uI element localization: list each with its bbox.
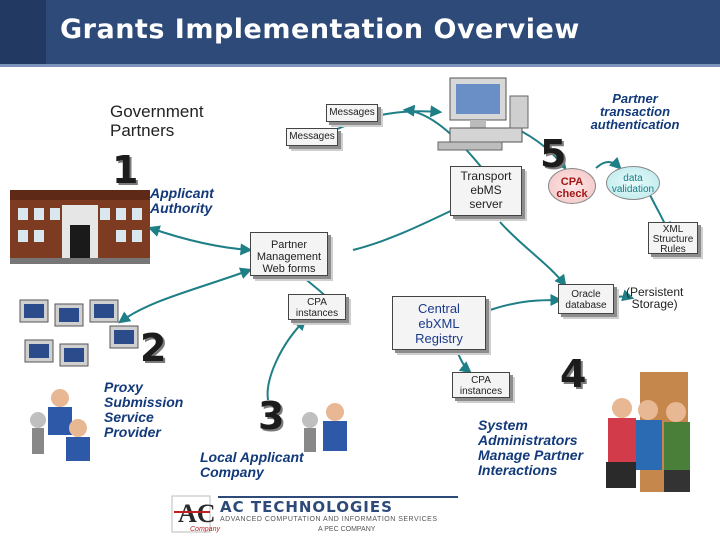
persistent-storage-label: (Persistent Storage) (626, 285, 684, 311)
partner-management-web-forms: Partner Management Web forms (250, 232, 328, 276)
cpa-instances-document-upper: CPA instances (288, 294, 346, 320)
page-title: Grants Implementation Overview (60, 14, 580, 45)
data-validation-node: data validation (606, 166, 660, 200)
logo-sub: A PEC COMPANY (318, 526, 376, 533)
step-number-3: 3 (258, 394, 285, 438)
arrow-cpa-to-local (266, 318, 307, 401)
step-number-1: 1 (112, 148, 139, 192)
messages-document-2: Messages (286, 128, 338, 146)
logo-small: Company (190, 526, 220, 533)
arrow-transport-to-oracle (499, 221, 567, 287)
arrow-messages-to-server (334, 105, 443, 131)
sysadmin-label: System Administrators Manage Partner Int… (478, 417, 584, 478)
arrow-server-to-messages (402, 104, 483, 169)
partner-auth-label: Partner transaction authentication (590, 91, 680, 132)
messages-document-1: Messages (326, 104, 378, 122)
cpa-check-node: CPA check (548, 168, 596, 204)
step-number-2: 2 (140, 326, 167, 370)
applicant-authority-label: Applicant Authority (150, 185, 214, 216)
computer-icon (437, 77, 529, 151)
transport-server-box: Transport ebMS server (450, 166, 522, 216)
xml-rules-document: XML Structure Rules (648, 222, 698, 255)
arrow-registry-to-oracle (489, 294, 563, 311)
sysadmin-group-icon (606, 372, 690, 492)
header-bar: Grants Implementation Overview (0, 0, 720, 64)
government-building-icon (10, 190, 150, 264)
logo-brand: AC TECHNOLOGIES (220, 498, 393, 516)
cpa-instances-document-lower: CPA instances (452, 372, 510, 398)
local-applicant-workers-icon (302, 403, 347, 452)
logo-tagline: ADVANCED COMPUTATION AND INFORMATION SER… (220, 516, 438, 523)
arrow-pm-to-proxy (118, 267, 253, 324)
arrow-cpa-to-validation (595, 156, 622, 170)
ac-technologies-logo: AC (171, 495, 458, 533)
local-applicant-label: Local Applicant Company (200, 449, 304, 480)
arrow-authority-to-pm (147, 225, 253, 256)
government-partners-label: Government Partners (110, 102, 204, 140)
proxy-workers-icon (30, 389, 90, 461)
proxy-provider-label: Proxy Submission Service Provider (104, 379, 184, 440)
svg-text:AC: AC (178, 499, 216, 528)
step-number-4: 4 (560, 352, 587, 396)
central-registry-box: Central ebXML Registry (392, 296, 486, 350)
oracle-database-box: Oracle database (558, 284, 614, 314)
header-divider (0, 64, 720, 67)
header-accent (0, 0, 46, 64)
